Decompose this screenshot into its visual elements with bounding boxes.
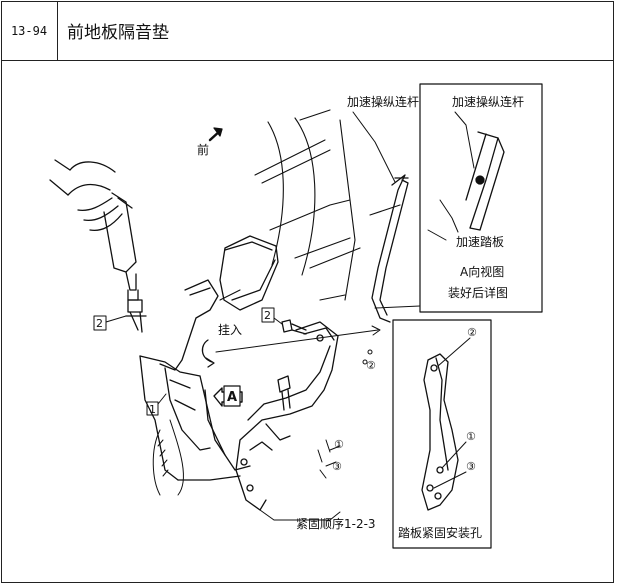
page-title: 前地板隔音垫 — [67, 23, 169, 43]
item-2-left-box — [93, 315, 107, 331]
insert-leader-line — [215, 329, 379, 353]
page-header: 13-94 前地板隔音垫 — [1, 1, 614, 61]
accel-linkage-label: 加速操纵连杆 — [347, 94, 419, 109]
mount-holes-detail-box: ② ① ③ 踏板紧固安装孔 — [392, 319, 492, 549]
detail-pedal-label: 加速踏板 — [456, 235, 504, 249]
pedal-support-bracket — [235, 321, 339, 511]
detail-linkage-label: 加速操纵连杆 — [452, 94, 524, 109]
view-a-connector — [374, 305, 421, 309]
insert-label: 挂入 — [218, 323, 242, 337]
view-a-detail-box: 加速操纵连杆 加速踏板 A向视图 装好后详图 — [419, 83, 543, 313]
detail-view-a-label: A向视图 — [460, 264, 504, 279]
item-2-left-label: 2 — [96, 317, 103, 330]
detail-circle-2: ② — [467, 326, 477, 339]
power-wrench-tool — [49, 159, 139, 301]
tighten-order-leader — [259, 509, 341, 521]
bolt-2-left — [125, 299, 147, 333]
order-circle-1: ① — [334, 438, 344, 451]
linkage-leader-line — [352, 111, 396, 183]
tighten-order-markers — [317, 349, 373, 479]
item-1-leader — [157, 393, 167, 405]
insert-leader-arrowhead — [371, 325, 381, 336]
item-2-right-label: 2 — [264, 309, 271, 322]
item-2-left-leader — [105, 315, 127, 323]
detail-circle-3: ③ — [466, 460, 476, 473]
item-1-label: 1 — [149, 403, 156, 416]
detail-installed-label: 装好后详图 — [448, 285, 508, 300]
order-circle-2: ② — [366, 359, 376, 372]
front-arrowhead-icon — [213, 127, 223, 137]
insert-arrowhead-icon — [205, 357, 215, 368]
floor-cutaway — [152, 419, 184, 496]
page-number: 13-94 — [1, 1, 58, 60]
mount-holes-label: 踏板紧固安装孔 — [398, 525, 482, 540]
item-2-right-leader — [273, 317, 283, 325]
item-2-right-box — [261, 307, 275, 323]
bolt-2-right — [281, 319, 307, 335]
front-direction-indicator: 前 — [197, 127, 223, 157]
pedal-bracket — [139, 279, 251, 481]
item-1-box — [146, 401, 159, 416]
detail-circle-1: ① — [466, 430, 476, 443]
floor-body-lines — [219, 109, 401, 301]
accelerator-linkage-rod — [371, 174, 409, 323]
accelerator-pedal-pad — [219, 235, 279, 311]
order-circle-3: ③ — [332, 460, 342, 473]
stud-bolt — [277, 375, 291, 411]
view-a-label: A — [227, 390, 237, 405]
front-label: 前 — [197, 142, 209, 157]
tighten-order-label: 紧固顺序1-2-3 — [296, 516, 376, 531]
view-a-arrow: A — [213, 385, 243, 407]
